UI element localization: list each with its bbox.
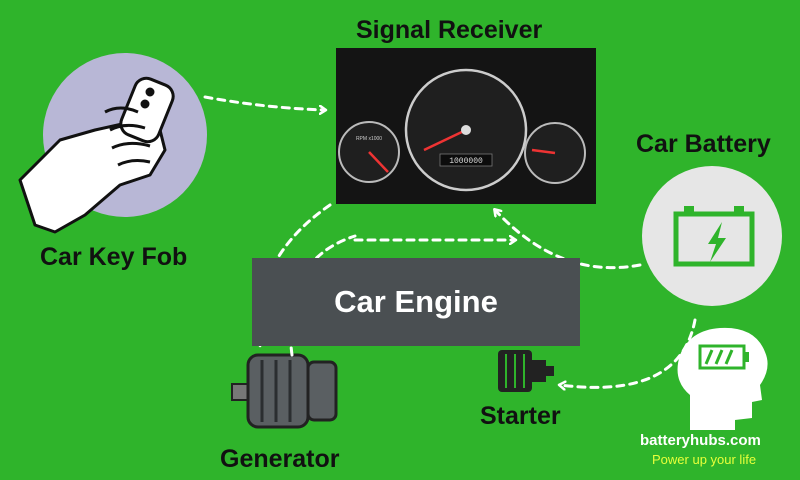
- car-battery-label: Car Battery: [636, 130, 771, 158]
- generator-icon: [231, 353, 338, 429]
- car-engine-label: Car Engine: [334, 284, 498, 319]
- generator-label: Generator: [220, 445, 340, 473]
- odometer-readout: 1000000: [449, 157, 483, 166]
- battery-head-logo-icon: [677, 327, 768, 430]
- signal-receiver-label: Signal Receiver: [356, 16, 543, 44]
- center-speedometer: [404, 68, 528, 192]
- key-fob-node: [18, 53, 207, 234]
- starter-label: Starter: [480, 402, 561, 430]
- starter-motor-icon: [498, 350, 554, 392]
- dashboard-image: RPM x1000 1000000: [336, 48, 596, 204]
- car-engine-box: Car Engine: [252, 258, 580, 346]
- hand-key-fob-icon: [18, 76, 175, 234]
- battery-icon: [673, 206, 755, 267]
- battery-circle: [642, 166, 782, 306]
- left-gauge: [338, 121, 400, 183]
- arrow-fob-to-receiver: [203, 95, 325, 110]
- brand-tagline: Power up your life: [652, 452, 757, 467]
- battery-node: [642, 166, 782, 306]
- left-gauge-text: RPM x1000: [356, 136, 382, 142]
- arrow-battery-to-starter: [560, 318, 697, 387]
- car-key-fob-label: Car Key Fob: [40, 243, 188, 271]
- brand-site: batteryhubs.com: [640, 432, 761, 449]
- right-gauge: [524, 122, 586, 184]
